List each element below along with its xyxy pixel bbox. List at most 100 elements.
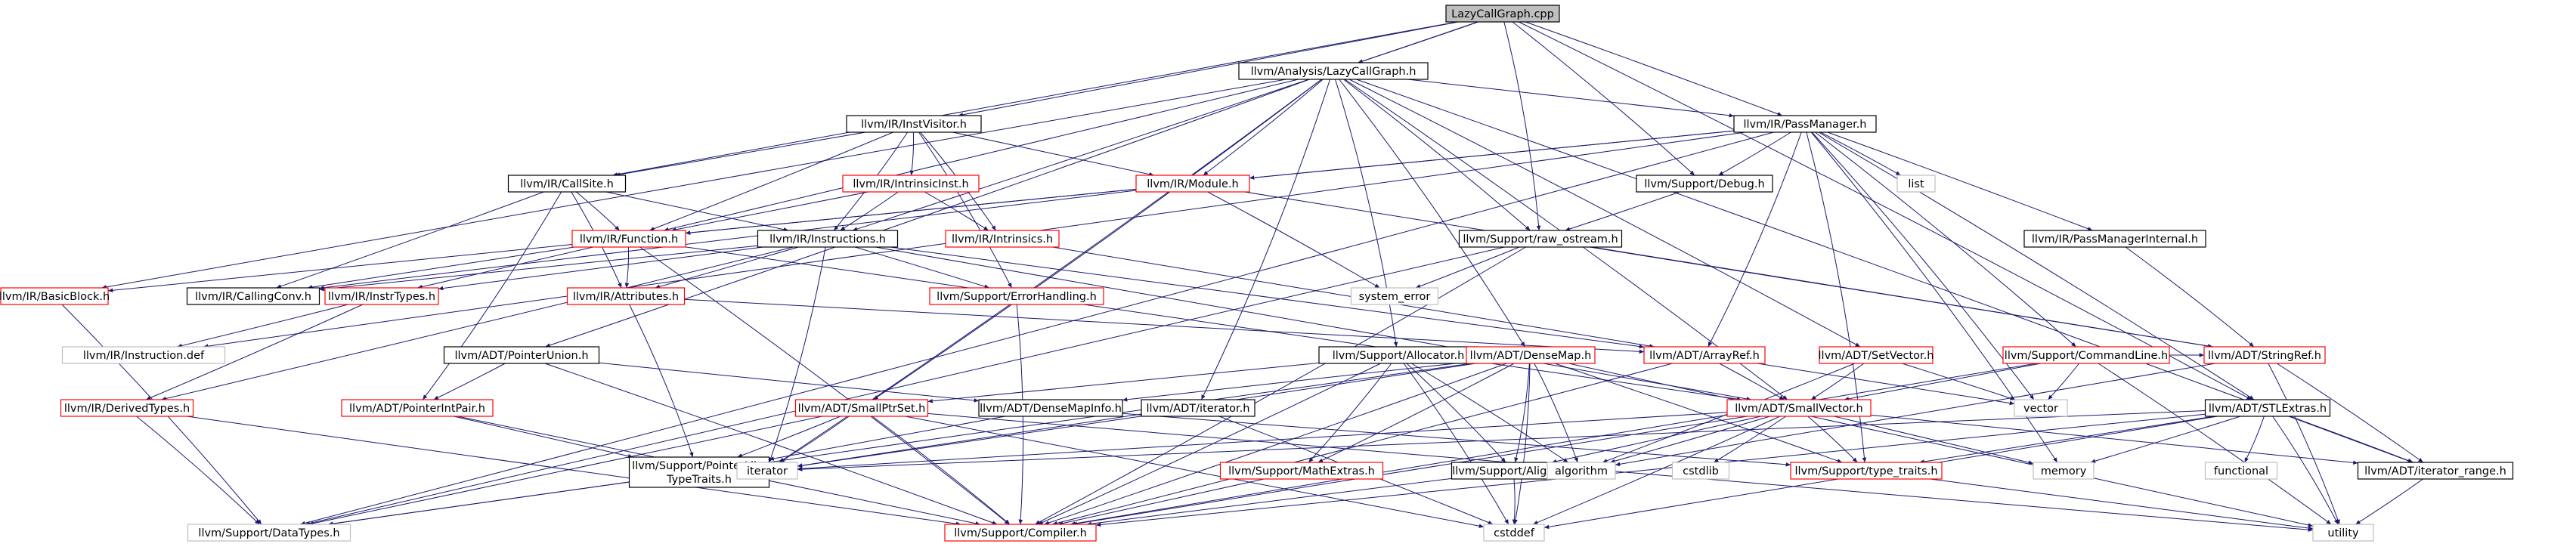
node-box: [1135, 175, 1250, 193]
dependency-edge: [1554, 363, 1843, 463]
node-n28[interactable]: llvm/IR/DerivedTypes.h: [60, 399, 194, 417]
node-n29[interactable]: llvm/ADT/PointerIntPair.h: [341, 399, 494, 417]
node-label: llvm/IR/InstVisitor.h: [861, 119, 967, 131]
node-box: [2204, 462, 2278, 480]
dependency-edge: [1512, 21, 1695, 176]
node-label: llvm/IR/Instructions.h: [769, 233, 886, 246]
dependency-edge: [924, 191, 989, 231]
dependency-edge: [769, 246, 826, 463]
dependency-edge: [671, 191, 868, 232]
node-n32[interactable]: llvm/ADT/iterator.h: [1141, 399, 1255, 417]
dependency-edge: [1411, 363, 1568, 463]
node-n27[interactable]: llvm/ADT/StringRef.h: [2203, 346, 2326, 364]
dependency-edge: [307, 246, 575, 289]
node-n2[interactable]: llvm/IR/InstVisitor.h: [846, 115, 982, 133]
node-box: [1790, 462, 1943, 480]
dependency-edge: [2048, 363, 2079, 400]
node-n40: algorithm: [1547, 462, 1616, 480]
node-n14[interactable]: llvm/IR/BasicBlock.h: [0, 287, 110, 305]
node-box: [1547, 462, 1616, 480]
dependency-edge: [1513, 363, 1531, 525]
node-n15[interactable]: llvm/IR/CallingConv.h: [186, 287, 320, 305]
dependency-edge: [300, 131, 1774, 526]
dependency-edge: [1818, 131, 2255, 400]
node-label: llvm/Analysis/LazyCallGraph.h: [1251, 66, 1416, 78]
dependency-edge: [1339, 79, 1525, 348]
node-label: vector: [2023, 403, 2058, 415]
node-n17[interactable]: llvm/IR/Attributes.h: [566, 287, 686, 305]
node-box: [443, 346, 600, 364]
node-n9[interactable]: llvm/IR/PassManagerInternal.h: [2023, 230, 2206, 248]
node-n13[interactable]: llvm/Support/raw_ostream.h: [1458, 230, 1623, 248]
node-label: llvm/ADT/DenseMap.h: [1470, 350, 1592, 362]
node-n45[interactable]: llvm/ADT/iterator_range.h: [2357, 462, 2514, 480]
node-n20: llvm/IR/Instruction.def: [61, 346, 226, 364]
node-n47[interactable]: llvm/Support/Compiler.h: [944, 524, 1097, 542]
node-n39[interactable]: llvm/Support/AlignOf.h: [1451, 462, 1577, 480]
node-box: [842, 175, 980, 193]
node-n21[interactable]: llvm/ADT/PointerUnion.h: [443, 346, 600, 364]
node-n10[interactable]: llvm/IR/Function.h: [571, 230, 686, 248]
node-n25[interactable]: llvm/ADT/SetVector.h: [1819, 346, 1934, 364]
node-n22[interactable]: llvm/Support/Allocator.h: [1318, 346, 1478, 364]
dependency-edge: [927, 413, 2314, 532]
dependency-edge: [1072, 416, 1748, 526]
node-n11[interactable]: llvm/IR/Instructions.h: [757, 230, 899, 248]
node-n30[interactable]: llvm/ADT/SmallPtrSet.h: [794, 399, 929, 417]
dependency-edge: [1335, 79, 1398, 348]
node-n43: memory: [2033, 462, 2095, 480]
node-label: llvm/IR/CallingConv.h: [195, 291, 311, 303]
node-n16[interactable]: llvm/IR/InstrTypes.h: [324, 287, 439, 305]
node-n42[interactable]: llvm/Support/type_traits.h: [1790, 462, 1943, 480]
node-n35[interactable]: llvm/ADT/STLExtras.h: [2204, 399, 2331, 417]
dependency-edge: [161, 246, 794, 401]
node-box: [571, 230, 686, 248]
node-label: llvm/IR/Attributes.h: [573, 291, 679, 303]
node-box: [2033, 462, 2095, 480]
node-n6[interactable]: llvm/IR/Module.h: [1135, 175, 1250, 193]
node-n38[interactable]: llvm/Support/MathExtras.h: [1219, 462, 1384, 480]
node-n12[interactable]: llvm/IR/Intrinsics.h: [945, 230, 1060, 248]
node-n1[interactable]: llvm/Analysis/LazyCallGraph.h: [1238, 62, 1429, 80]
node-n33[interactable]: llvm/ADT/SmallVector.h: [1726, 399, 1872, 417]
dependency-edge: [1514, 363, 1530, 463]
node-n26[interactable]: llvm/Support/CommandLine.h: [2002, 346, 2170, 364]
node-n4[interactable]: llvm/IR/CallSite.h: [507, 175, 627, 193]
node-label: llvm/ADT/PointerIntPair.h: [349, 403, 485, 415]
node-box: [1445, 5, 1560, 23]
dependency-edge: [612, 21, 1457, 177]
node-n0[interactable]: LazyCallGraph.cpp: [1445, 5, 1560, 23]
dependency-edge: [177, 304, 348, 348]
node-label: llvm/IR/Intrinsics.h: [952, 233, 1053, 246]
dependency-edge: [1757, 363, 2015, 406]
dependency-edge: [328, 481, 630, 526]
node-box: [1671, 462, 1730, 480]
node-label: llvm/Support/CommandLine.h: [2005, 350, 2168, 362]
dependency-edge: [1902, 363, 2015, 400]
dependency-edge: [1708, 131, 1802, 348]
node-label: llvm/ADT/ArrayRef.h: [1649, 350, 1760, 362]
dependency-edge: [1203, 79, 1324, 176]
dependency-edge: [875, 246, 1751, 401]
node-label: llvm/ADT/SetVector.h: [1819, 350, 1934, 362]
node-n23[interactable]: llvm/ADT/DenseMap.h: [1466, 346, 1596, 364]
dependency-edge: [1534, 363, 1578, 463]
node-box: [60, 399, 194, 417]
node-n5[interactable]: llvm/IR/IntrinsicInst.h: [842, 175, 980, 193]
node-n8: list: [1896, 175, 1936, 193]
dependency-edge: [545, 79, 1310, 348]
dependency-edge: [319, 245, 758, 292]
node-n7[interactable]: llvm/Support/Debug.h: [1636, 175, 1773, 193]
node-n18[interactable]: llvm/Support/ErrorHandling.h: [929, 287, 1104, 305]
dependency-edge: [958, 21, 1459, 117]
node-label: llvm/Support/MathExtras.h: [1228, 465, 1375, 477]
dependency-edge: [1592, 246, 2213, 348]
node-box: [1483, 524, 1545, 542]
node-n31[interactable]: llvm/ADT/DenseMapInfo.h: [978, 399, 1123, 417]
node-n24[interactable]: llvm/ADT/ArrayRef.h: [1643, 346, 1766, 364]
dependency-edge: [454, 416, 633, 459]
node-label: llvm/ADT/iterator_range.h: [2364, 465, 2506, 477]
node-n3[interactable]: llvm/IR/PassManager.h: [1733, 115, 1877, 133]
node-box: [929, 287, 1104, 305]
